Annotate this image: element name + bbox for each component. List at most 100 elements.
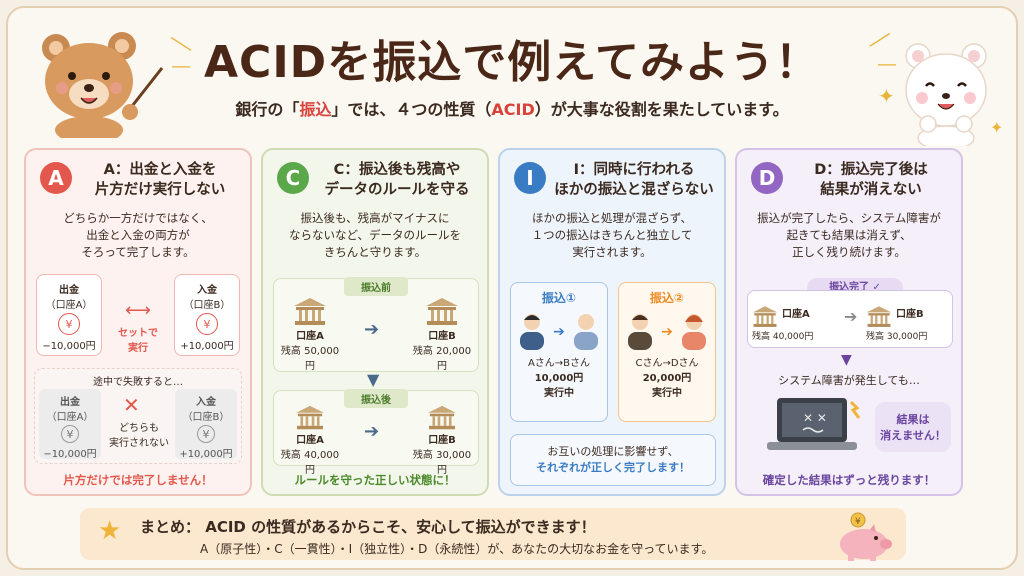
panel-c-desc-line1: 振込後も、残高がマイナスに [300,211,450,225]
bank-icon [752,306,778,327]
after-a-balance: 残高 40,000円 [280,450,340,476]
piggy-bank-icon: ¥ [840,512,892,561]
deposit-card: 入金 （口座B） ¥ +10,000円 [174,274,240,356]
people-transfer-icon: ➔ [628,314,706,350]
panel-d-title-line2: 結果が消えない [820,182,922,198]
transfer-1-amount: 10,000円 [534,373,584,384]
bank-b-result: 口座B 残高 30,000円 [866,305,954,342]
bubble-line2: 消えません！ [880,429,946,442]
summary-banner: ★ まとめ： ACID の性質があるからこそ、安心して振込ができます！ A（原子… [80,508,906,560]
neither-line1: どちらも [119,423,159,434]
isolation-result-box: お互いの処理に影響せず、 それぞれが正しく完了します！ [510,434,716,486]
account-b-label: 口座B [428,331,456,342]
panel-atomicity: A A：出金と入金を 片方だけ実行しない どちらか一方だけではなく、 出金と入金… [24,148,252,496]
panel-i-title-line2: ほかの振込と混ざらない [554,182,714,198]
set-line2: 実行 [128,343,148,354]
transfer-2-label: 振込② [649,291,685,305]
panel-durability: D D：振込完了後は 結果が消えない 振込が完了したら、システム障害が 起きても… [735,148,963,496]
bank-a-before: 口座A 残高 50,000円 [278,297,342,372]
failure-caption: システム障害が発生しても… [778,374,920,387]
panel-a-desc-line2: 出金と入金の両方が [86,228,190,242]
account-a-label: 口座A [296,331,324,342]
set-execution-label: セットで 実行 [106,324,170,354]
panel-c-desc-line2: ならないなど、データのルールを [289,228,461,242]
account-a-label: 口座A [782,309,810,320]
withdraw-account: （口座A） [45,300,93,311]
failed-deposit-account: （口座B） [182,412,230,423]
failed-deposit-label: 入金 [196,397,216,408]
transfer-1-status: 実行中 [544,388,574,399]
panel-c-description: 振込後も、残高がマイナスに ならないなど、データのルールを きちんと守ります。 [273,210,477,261]
broken-laptop-icon: ✕ ✕ [767,398,861,450]
failure-box: 途中で失敗すると… 出金 （口座A） ¥ −10,000円 ✕ どちらも 実行さ… [34,368,242,464]
yen-coin-icon: ¥ [197,425,215,443]
withdraw-card: 出金 （口座A） ¥ −10,000円 [36,274,102,356]
after-b-balance: 残高 30,000円 [412,450,472,476]
panel-a-footer: 片方だけでは完了しません！ [63,473,213,487]
transfer-2-status: 実行中 [652,388,682,399]
arrow-right-icon: ➔ [364,319,380,340]
panel-a-title-line2: 片方だけ実行しない [94,182,226,198]
before-row: 振込前 口座A 残高 50,000円 ➔ 口座B 残高 20,000円 [273,277,479,372]
panel-d-description: 振込が完了したら、システム障害が 起きても結果は消えず、 正しく残り続けます。 [747,210,951,261]
bubble-line1: 結果は [896,413,930,426]
panel-i-desc-line2: １つの振込はきちんと独立して [531,228,693,242]
panel-i-description: ほかの振込と処理が混ざらず、 １つの振込はきちんと独立して 実行されます。 [510,210,714,261]
yen-coin-icon: ¥ [61,425,79,443]
result-a-balance: 残高 40,000円 [752,332,814,342]
star-icon: ★ [98,516,122,546]
failed-deposit-amount: +10,000円 [179,449,233,460]
white-bear-illustration [905,43,987,146]
before-a-balance: 残高 50,000円 [280,346,340,372]
completed-transfer-box: 口座A 残高 40,000円 ➔ 口座B 残高 30,000円 [747,290,953,348]
neither-executed-label: どちらも 実行されない [101,419,177,449]
badge-d: D [751,162,783,194]
yen-coin-icon: ¥ [58,313,80,335]
after-row: 振込後 口座A 残高 40,000円 ➔ 口座B 残高 30,000円 [273,389,479,476]
bank-a-result: 口座A 残高 40,000円 [752,305,842,342]
bank-b-after: 口座B 残高 30,000円 [410,405,474,476]
withdraw-amount: −10,000円 [42,341,96,352]
before-b-balance: 残高 20,000円 [412,346,472,372]
before-label: 振込前 [344,277,408,296]
withdraw-label: 出金 [59,285,79,296]
panel-a-title-line1: A：出金と入金を [103,162,217,178]
isolation-result-line1: お互いの処理に影響せず、 [547,445,679,458]
panel-a-desc-line3: そろって完了します。 [81,245,195,259]
transfer-complete-label: 振込完了 [829,282,870,293]
account-b-label: 口座B [428,435,456,446]
star-sparkle-icon: ✦ [878,84,895,108]
arrow-down-icon: ▼ [367,370,380,389]
failed-deposit-card: 入金 （口座B） ¥ +10,000円 [175,389,237,460]
summary-headline: まとめ： ACID の性質があるからこそ、安心して振込ができます！ [140,518,596,536]
bank-icon [428,405,456,430]
svg-text:➔: ➔ [661,324,673,340]
yen-coin-icon: ¥ [196,313,218,335]
star-sparkle-icon: ✦ [990,118,1004,137]
cross-icon: ✕ [123,393,140,417]
svg-text:➔: ➔ [553,324,565,340]
panel-a-description: どちらか一方だけではなく、 出金と入金の両方が そろって完了します。 [36,210,240,261]
panel-c-title-line1: C：振込後も残高や [333,162,461,178]
subtitle-text: 銀行の「 [235,100,300,119]
page-subtitle: 銀行の「振込」では、４つの性質（ACID）が大事な役割を果たしています。 [0,96,1024,120]
panel-i-desc-line1: ほかの振込と処理が混ざらず、 [532,211,692,225]
panel-c-title-line2: データのルールを守る [324,182,470,198]
account-a-label: 口座A [296,435,324,446]
bank-a-after: 口座A 残高 40,000円 [278,405,342,476]
panel-a-desc-line1: どちらか一方だけではなく、 [63,211,213,225]
arrow-down-icon: ▼ [841,352,852,368]
bank-icon [866,306,892,327]
panel-c-footer: ルールを守った正しい状態に！ [294,473,456,487]
transfer-2-amount: 20,000円 [642,373,692,384]
subtitle-text: ）が大事な役割を果たしています。 [534,100,789,119]
panel-d-desc-line1: 振込が完了したら、システム障害が [757,211,941,225]
panel-consistency: C C：振込後も残高や データのルールを守る 振込後も、残高がマイナスに ならな… [261,148,489,496]
page-title: ACIDを振込で例えてみよう！ [203,37,821,88]
panel-d-footer: 確定した結果はずっと残ります！ [762,473,936,487]
panel-isolation: I I：同時に行われる ほかの振込と混ざらない ほかの振込と処理が混ざらず、 １… [498,148,726,496]
panel-d-title-line1: D：振込完了後は [814,162,928,178]
failed-withdraw-label: 出金 [60,397,80,408]
panel-i-title-line1: I：同時に行われる [573,162,695,178]
panel-d-desc-line3: 正しく残り続けます。 [792,245,906,259]
